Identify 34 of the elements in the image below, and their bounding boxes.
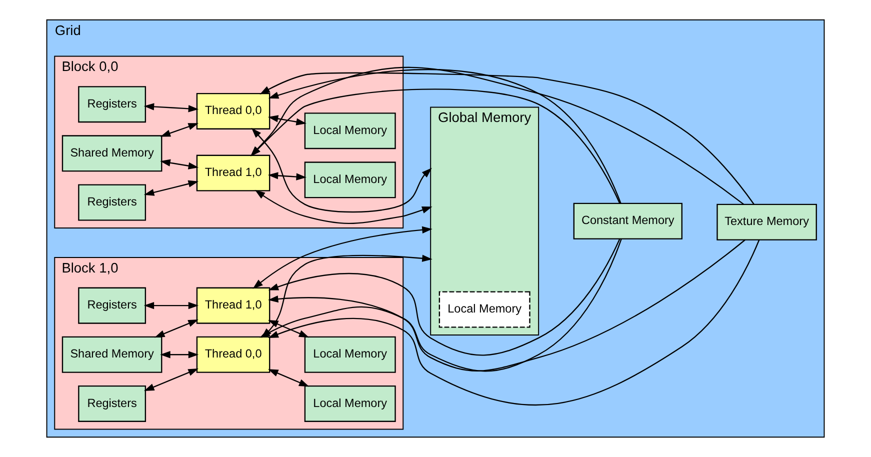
node-box: Constant Memory [573, 202, 682, 240]
node-box: Shared Memory [62, 336, 162, 373]
node-box: Registers [78, 184, 146, 221]
arrow [144, 302, 199, 310]
node-box: Local Memory [304, 336, 396, 373]
arrow [160, 351, 199, 358]
arrow [154, 320, 198, 338]
arrow [144, 180, 199, 196]
node-box: Local Memory [304, 112, 396, 150]
arrow [160, 123, 199, 137]
arrow [268, 369, 310, 387]
node-box: Registers [78, 86, 146, 123]
arrow [254, 190, 432, 224]
node-box: Thread 1,0 [196, 287, 270, 324]
arrow [268, 115, 306, 126]
arrow [144, 103, 199, 112]
node-box: Thread 1,0 [196, 154, 270, 192]
arrow [268, 320, 310, 338]
node-box: Local Memory [304, 385, 396, 422]
arrow [160, 159, 199, 170]
arrow [144, 368, 198, 391]
node-box: Local Memory [438, 291, 530, 328]
node-box: Registers [78, 385, 146, 422]
node-box: Thread 0,0 [196, 336, 270, 373]
arrow [268, 240, 760, 406]
node-box: Thread 0,0 [196, 92, 270, 130]
arrow [268, 239, 746, 372]
node-box: Registers [78, 287, 146, 324]
arrow [252, 226, 432, 289]
node-box: Shared Memory [62, 135, 162, 172]
node-box: Texture Memory [716, 204, 817, 240]
arrow [268, 69, 622, 204]
node-box: Local Memory [304, 162, 396, 198]
arrow [268, 172, 306, 180]
